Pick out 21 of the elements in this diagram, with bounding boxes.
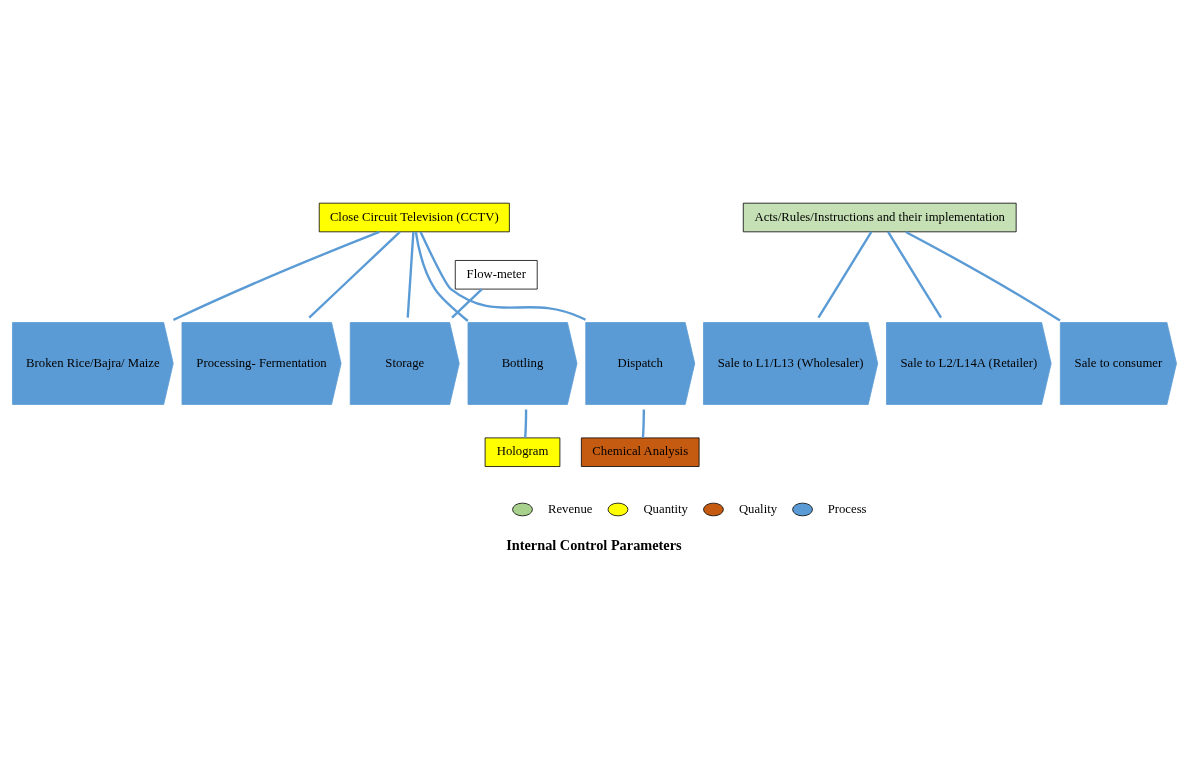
connector — [817, 231, 873, 319]
connector — [172, 230, 380, 321]
legend-label: Quantity — [643, 501, 688, 516]
legend-label: Quality — [738, 501, 778, 516]
node-box: Close Circuit Television (CCTV) — [318, 202, 510, 233]
node-box: Chemical Analysis — [580, 437, 700, 467]
connector — [308, 231, 401, 319]
caption: Internal Control Parameters — [506, 537, 682, 554]
connector — [524, 409, 528, 438]
node-box: Acts/Rules/Instructions and their implementation — [742, 202, 1017, 233]
node-box: Hologram — [484, 437, 561, 467]
connector — [451, 288, 483, 319]
connector — [414, 231, 469, 322]
legend-label: Process — [827, 501, 867, 516]
connector — [406, 231, 415, 318]
legend-label: Revenue — [547, 501, 593, 516]
connector — [419, 231, 587, 321]
connector — [905, 230, 1061, 322]
connector — [641, 409, 646, 438]
node-box: Flow-meter — [454, 260, 538, 290]
connector — [887, 231, 943, 319]
